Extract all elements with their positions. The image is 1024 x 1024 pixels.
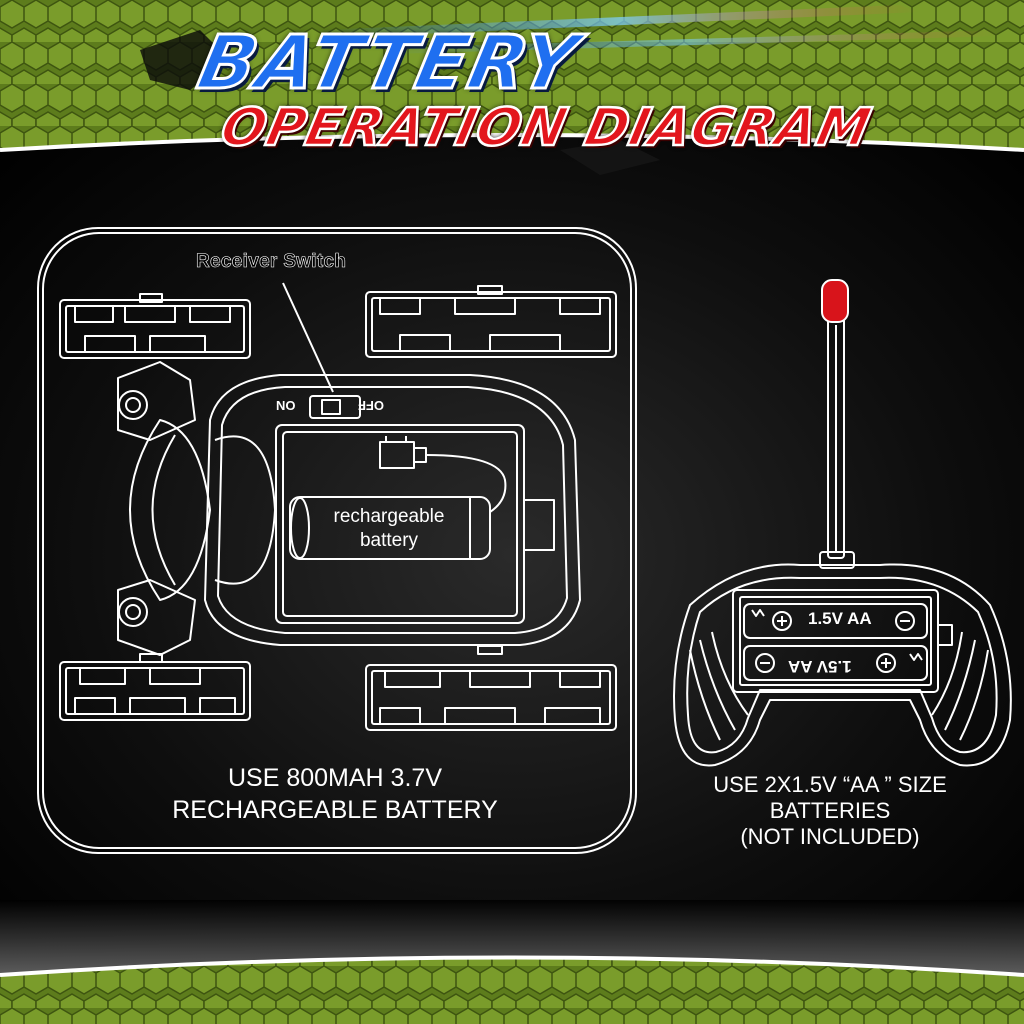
- car-caption-line2: RECHARGEABLE BATTERY: [172, 796, 498, 824]
- battery-connector: [379, 436, 507, 513]
- car-caption: USE 800MAH 3.7V RECHARGEABLE BATTERY: [120, 762, 550, 826]
- track-bottom-right: [365, 645, 617, 731]
- controller-caption-line2: BATTERIES: [769, 798, 891, 823]
- receiver-switch: [309, 395, 361, 419]
- track-top-left: [59, 293, 251, 359]
- receiver-switch-pointer: [282, 282, 334, 393]
- track-bottom-left: [59, 653, 251, 721]
- battery-label: rechargeable battery: [300, 505, 478, 553]
- controller-battery-bay: [732, 589, 939, 693]
- rechargeable-battery: [289, 496, 491, 560]
- car-panel-frame: [37, 227, 637, 854]
- rc-car-top-view: [59, 282, 617, 731]
- controller-caption-line3: (NOT INCLUDED): [740, 824, 920, 849]
- battery-label-line1: rechargeable: [333, 506, 445, 527]
- switch-off-label: OFF: [358, 398, 384, 413]
- switch-on-label: ON: [276, 398, 296, 413]
- battery-label-line2: battery: [359, 530, 419, 551]
- controller-cell-label-1: 1.5V AA: [808, 609, 872, 628]
- track-top-right: [365, 285, 617, 358]
- controller-caption: USE 2X1.5V “AA ” SIZE BATTERIES (NOT INC…: [680, 772, 980, 850]
- car-panel-frame-inner: [42, 232, 632, 849]
- car-caption-line1: USE 800MAH 3.7V: [228, 764, 442, 792]
- controller-cell-label-2: 1.5V AA: [788, 657, 852, 676]
- receiver-switch-label: Receiver Switch: [196, 251, 347, 273]
- controller-caption-line1: USE 2X1.5V “AA ” SIZE: [713, 772, 947, 797]
- remote-controller: [673, 279, 1012, 767]
